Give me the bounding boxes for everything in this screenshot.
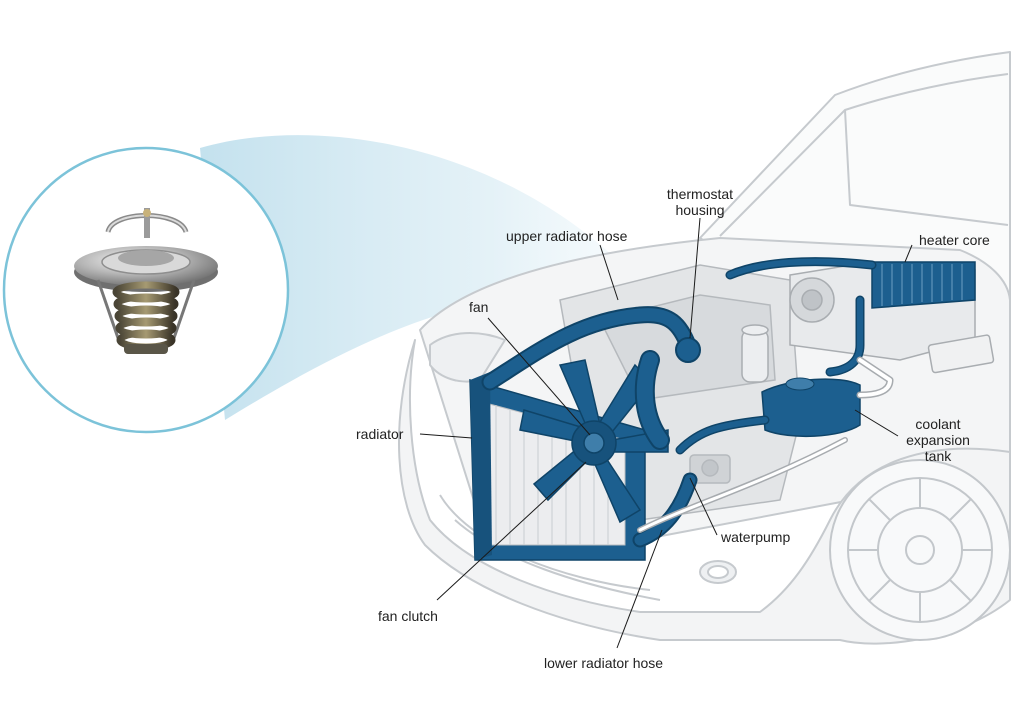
- label-heater-core: heater core: [919, 232, 990, 248]
- reservoir-canister: [741, 324, 769, 383]
- label-thermostat-housing: thermostat housing: [650, 186, 750, 218]
- label-fan: fan: [469, 299, 489, 315]
- label-coolant-expansion-tank: coolant expansion tank: [888, 416, 988, 464]
- label-waterpump: waterpump: [721, 529, 791, 545]
- label-coolant-expansion-tank-line1: coolant: [915, 416, 961, 432]
- coolant-expansion-tank: [761, 377, 861, 438]
- label-coolant-expansion-tank-line3: tank: [924, 448, 952, 464]
- label-thermostat-housing-line2: housing: [675, 202, 725, 218]
- thermostat-illustration: [74, 208, 218, 354]
- leader-lines: [419, 217, 913, 649]
- magnifier-beam: [200, 135, 690, 420]
- label-radiator: radiator: [356, 426, 404, 442]
- coolant-hoses: [481, 257, 894, 548]
- front-wheel: [829, 459, 1011, 641]
- label-coolant-expansion-tank-line2: expansion: [906, 432, 970, 448]
- label-fan-clutch: fan clutch: [378, 608, 438, 624]
- heater-core: [871, 261, 976, 309]
- thermostat-magnifier: [2, 146, 290, 434]
- label-upper-radiator-hose: upper radiator hose: [506, 228, 628, 244]
- label-thermostat-housing-line1: thermostat: [666, 186, 734, 202]
- label-lower-radiator-hose: lower radiator hose: [544, 655, 664, 671]
- fan: [519, 359, 669, 524]
